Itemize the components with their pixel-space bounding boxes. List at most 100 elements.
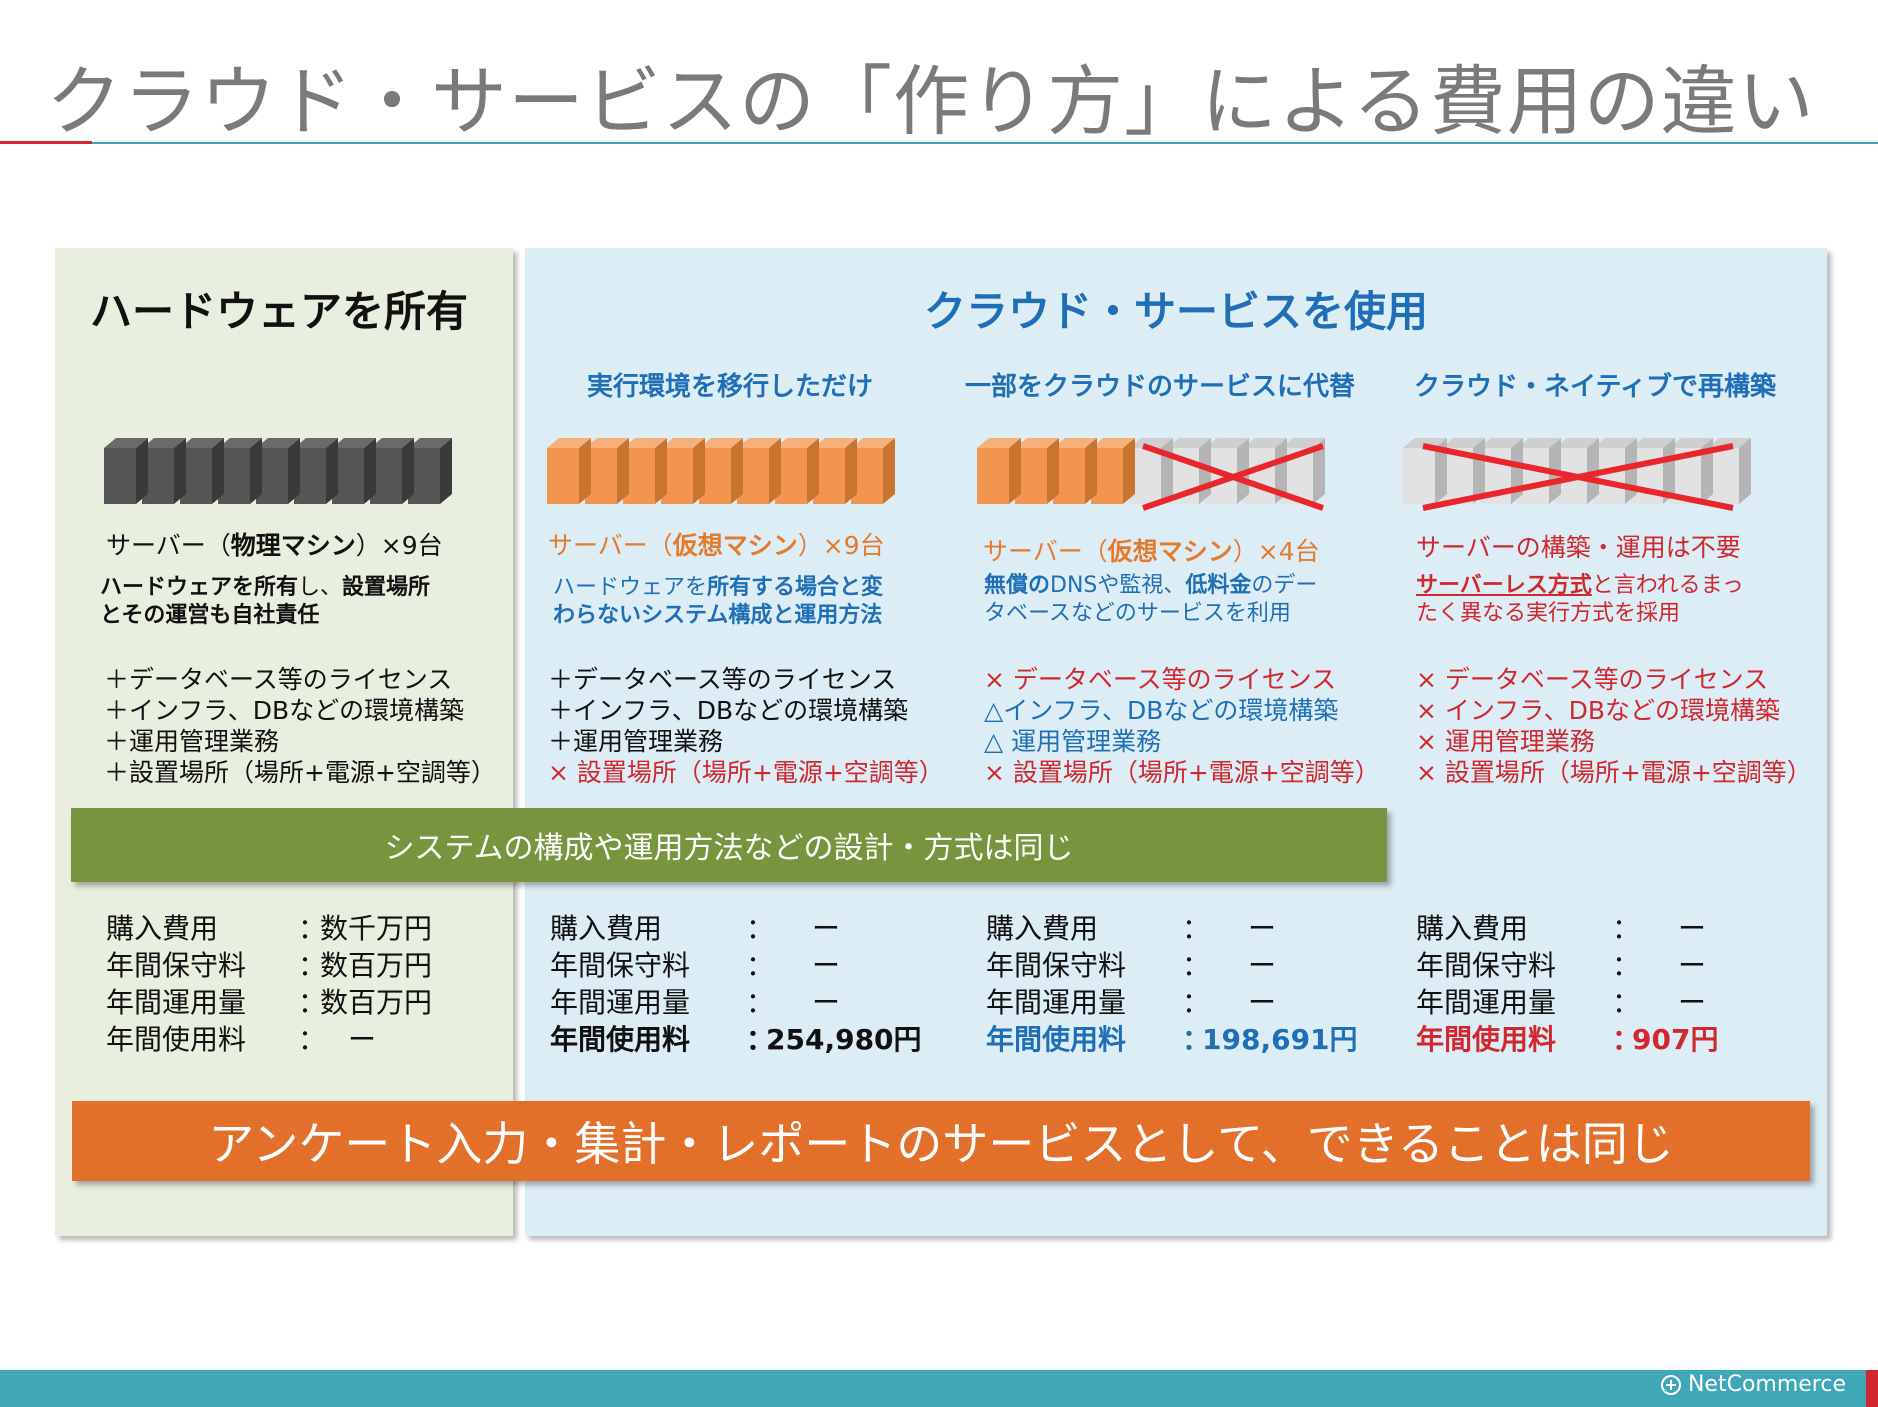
server-side xyxy=(883,438,895,504)
server-top xyxy=(1631,438,1675,448)
server-side xyxy=(1161,438,1173,504)
col3-server-label: サーバーの構築・運用は不要 xyxy=(1416,533,1741,562)
page-title: クラウド・サービスの「作り方」による費用の違い xyxy=(46,57,1815,146)
serverless-graphic xyxy=(1403,438,1771,512)
server-top xyxy=(332,438,376,448)
server-top xyxy=(142,438,186,448)
server-top xyxy=(623,438,667,448)
col2-cost-items: × データベース等のライセンス △インフラ、DBなどの環境構築 △ 運用管理業務… xyxy=(984,664,1380,788)
list-item: ＋運用管理業務 xyxy=(548,727,724,756)
server-top xyxy=(1403,438,1447,448)
physical-server-rack-icon xyxy=(104,438,452,504)
col2-subheading: 一部をクラウドのサービスに代替 xyxy=(964,372,1355,402)
server-side xyxy=(1435,438,1447,504)
annual-fee-value: 198,691円 xyxy=(1202,1023,1358,1056)
server-side xyxy=(693,438,705,504)
title-rule-accent xyxy=(0,141,92,144)
server-top xyxy=(1167,438,1211,448)
server-top xyxy=(294,438,338,448)
footer-accent xyxy=(1866,1370,1878,1407)
cross-out-line xyxy=(1422,443,1734,511)
cost-row: 年間運用量： ー xyxy=(550,986,841,1019)
owned-costs: 購入費用：数千万円 年間保守料：数百万円 年間運用量：数百万円 年間使用料： ー xyxy=(106,910,432,1058)
server-front xyxy=(977,448,1009,504)
server-top xyxy=(408,438,452,448)
server-top xyxy=(737,438,781,448)
server-top xyxy=(547,438,591,448)
title-rule xyxy=(92,142,1878,144)
server-top xyxy=(104,438,148,448)
list-item: ＋インフラ、DBなどの環境構築 xyxy=(104,696,465,725)
list-item: × 設置場所（場所+電源+空調等） xyxy=(548,758,944,787)
col1-server-label: サーバー（仮想マシン）×9台 xyxy=(548,531,885,560)
server-top xyxy=(1129,438,1173,448)
server-top xyxy=(851,438,895,448)
col2-description: 無償のDNSや監視、低料金のデー タベースなどのサービスを利用 xyxy=(984,573,1318,626)
cost-row: 購入費用： ー xyxy=(1416,912,1707,945)
server-top xyxy=(813,438,857,448)
col3-description: サーバーレス方式と言われるまっ たく異なる実行方式を採用 xyxy=(1416,573,1744,626)
server-top xyxy=(1593,438,1637,448)
list-item: ＋データベース等のライセンス xyxy=(548,665,897,694)
cost-row: 購入費用：数千万円 xyxy=(106,912,433,945)
list-item: △ 運用管理業務 xyxy=(984,727,1162,756)
server-side xyxy=(617,438,629,504)
server-side xyxy=(845,438,857,504)
server-side xyxy=(288,438,300,504)
logo-text: NetCommerce xyxy=(1687,1372,1846,1397)
server-top xyxy=(1669,438,1713,448)
owned-server-label: サーバー（物理マシン）×9台 xyxy=(106,531,443,560)
annual-fee-row: 年間使用料：907円 xyxy=(1416,1023,1719,1056)
server-side xyxy=(364,438,376,504)
col1-description: ハードウェアを所有する場合と変 わらないシステム構成と運用方法 xyxy=(553,575,884,628)
vm-servers-graphic-9 xyxy=(547,438,915,512)
server-side xyxy=(440,438,452,504)
server-top xyxy=(1707,438,1751,448)
server-side xyxy=(1313,438,1325,504)
server-side xyxy=(212,438,224,504)
cost-row: 年間保守料： ー xyxy=(550,949,841,982)
col1-cost-items: ＋データベース等のライセンス ＋インフラ、DBなどの環境構築 ＋運用管理業務 ×… xyxy=(548,664,944,788)
server-top xyxy=(1205,438,1249,448)
col1-subheading: 実行環境を移行しただけ xyxy=(586,372,873,402)
list-item: △インフラ、DBなどの環境構築 xyxy=(984,696,1339,725)
list-item: ＋設置場所（場所+電源+空調等） xyxy=(104,758,496,787)
col3-costs: 購入費用： ー 年間保守料： ー 年間運用量： ー 年間使用料：907円 xyxy=(1416,910,1718,1058)
physical-servers-graphic xyxy=(104,438,472,512)
server-side xyxy=(250,438,262,504)
server-top xyxy=(1281,438,1325,448)
server-top xyxy=(218,438,262,448)
server-side xyxy=(1009,438,1021,504)
owned-description: ハードウェアを所有し、設置場所 とその運営も自社責任 xyxy=(100,575,431,628)
list-item: × 設置場所（場所+電源+空調等） xyxy=(984,758,1380,787)
server-side xyxy=(731,438,743,504)
cost-row: 年間保守料： ー xyxy=(986,949,1277,982)
cost-row: 年間使用料： ー xyxy=(106,1023,377,1056)
col2-server-label: サーバー（仮想マシン）×4台 xyxy=(983,537,1320,566)
server-top xyxy=(1091,438,1135,448)
cost-row: 年間運用量： ー xyxy=(986,986,1277,1019)
list-item: ＋インフラ、DBなどの環境構築 xyxy=(548,696,909,725)
col2-costs: 購入費用： ー 年間保守料： ー 年間運用量： ー 年間使用料：198,691円 xyxy=(986,910,1358,1058)
server-rack-crossed-out-icon xyxy=(1403,438,1751,511)
cross-out-line xyxy=(1142,443,1324,511)
server-side xyxy=(326,438,338,504)
cost-row: 購入費用： ー xyxy=(986,912,1277,945)
footer-bar xyxy=(0,1370,1878,1407)
cost-row: 購入費用： ー xyxy=(550,912,841,945)
cost-row: 年間保守料：数百万円 xyxy=(106,949,433,982)
list-item: × 設置場所（場所+電源+空調等） xyxy=(1416,758,1812,787)
server-side xyxy=(769,438,781,504)
list-item: × データベース等のライセンス xyxy=(1416,665,1769,694)
cost-row: 年間運用量：数百万円 xyxy=(106,986,433,1019)
virtual-server-rack-crossed-icon xyxy=(977,438,1325,511)
owned-cost-items: ＋データベース等のライセンス ＋インフラ、DBなどの環境構築 ＋運用管理業務 ＋… xyxy=(104,664,496,788)
company-logo: NetCommerce xyxy=(1660,1372,1846,1397)
server-side xyxy=(1047,438,1059,504)
server-top xyxy=(977,438,1021,448)
server-front xyxy=(547,448,579,504)
server-side xyxy=(1739,438,1751,504)
server-side xyxy=(579,438,591,504)
server-side xyxy=(402,438,414,504)
server-top xyxy=(661,438,705,448)
